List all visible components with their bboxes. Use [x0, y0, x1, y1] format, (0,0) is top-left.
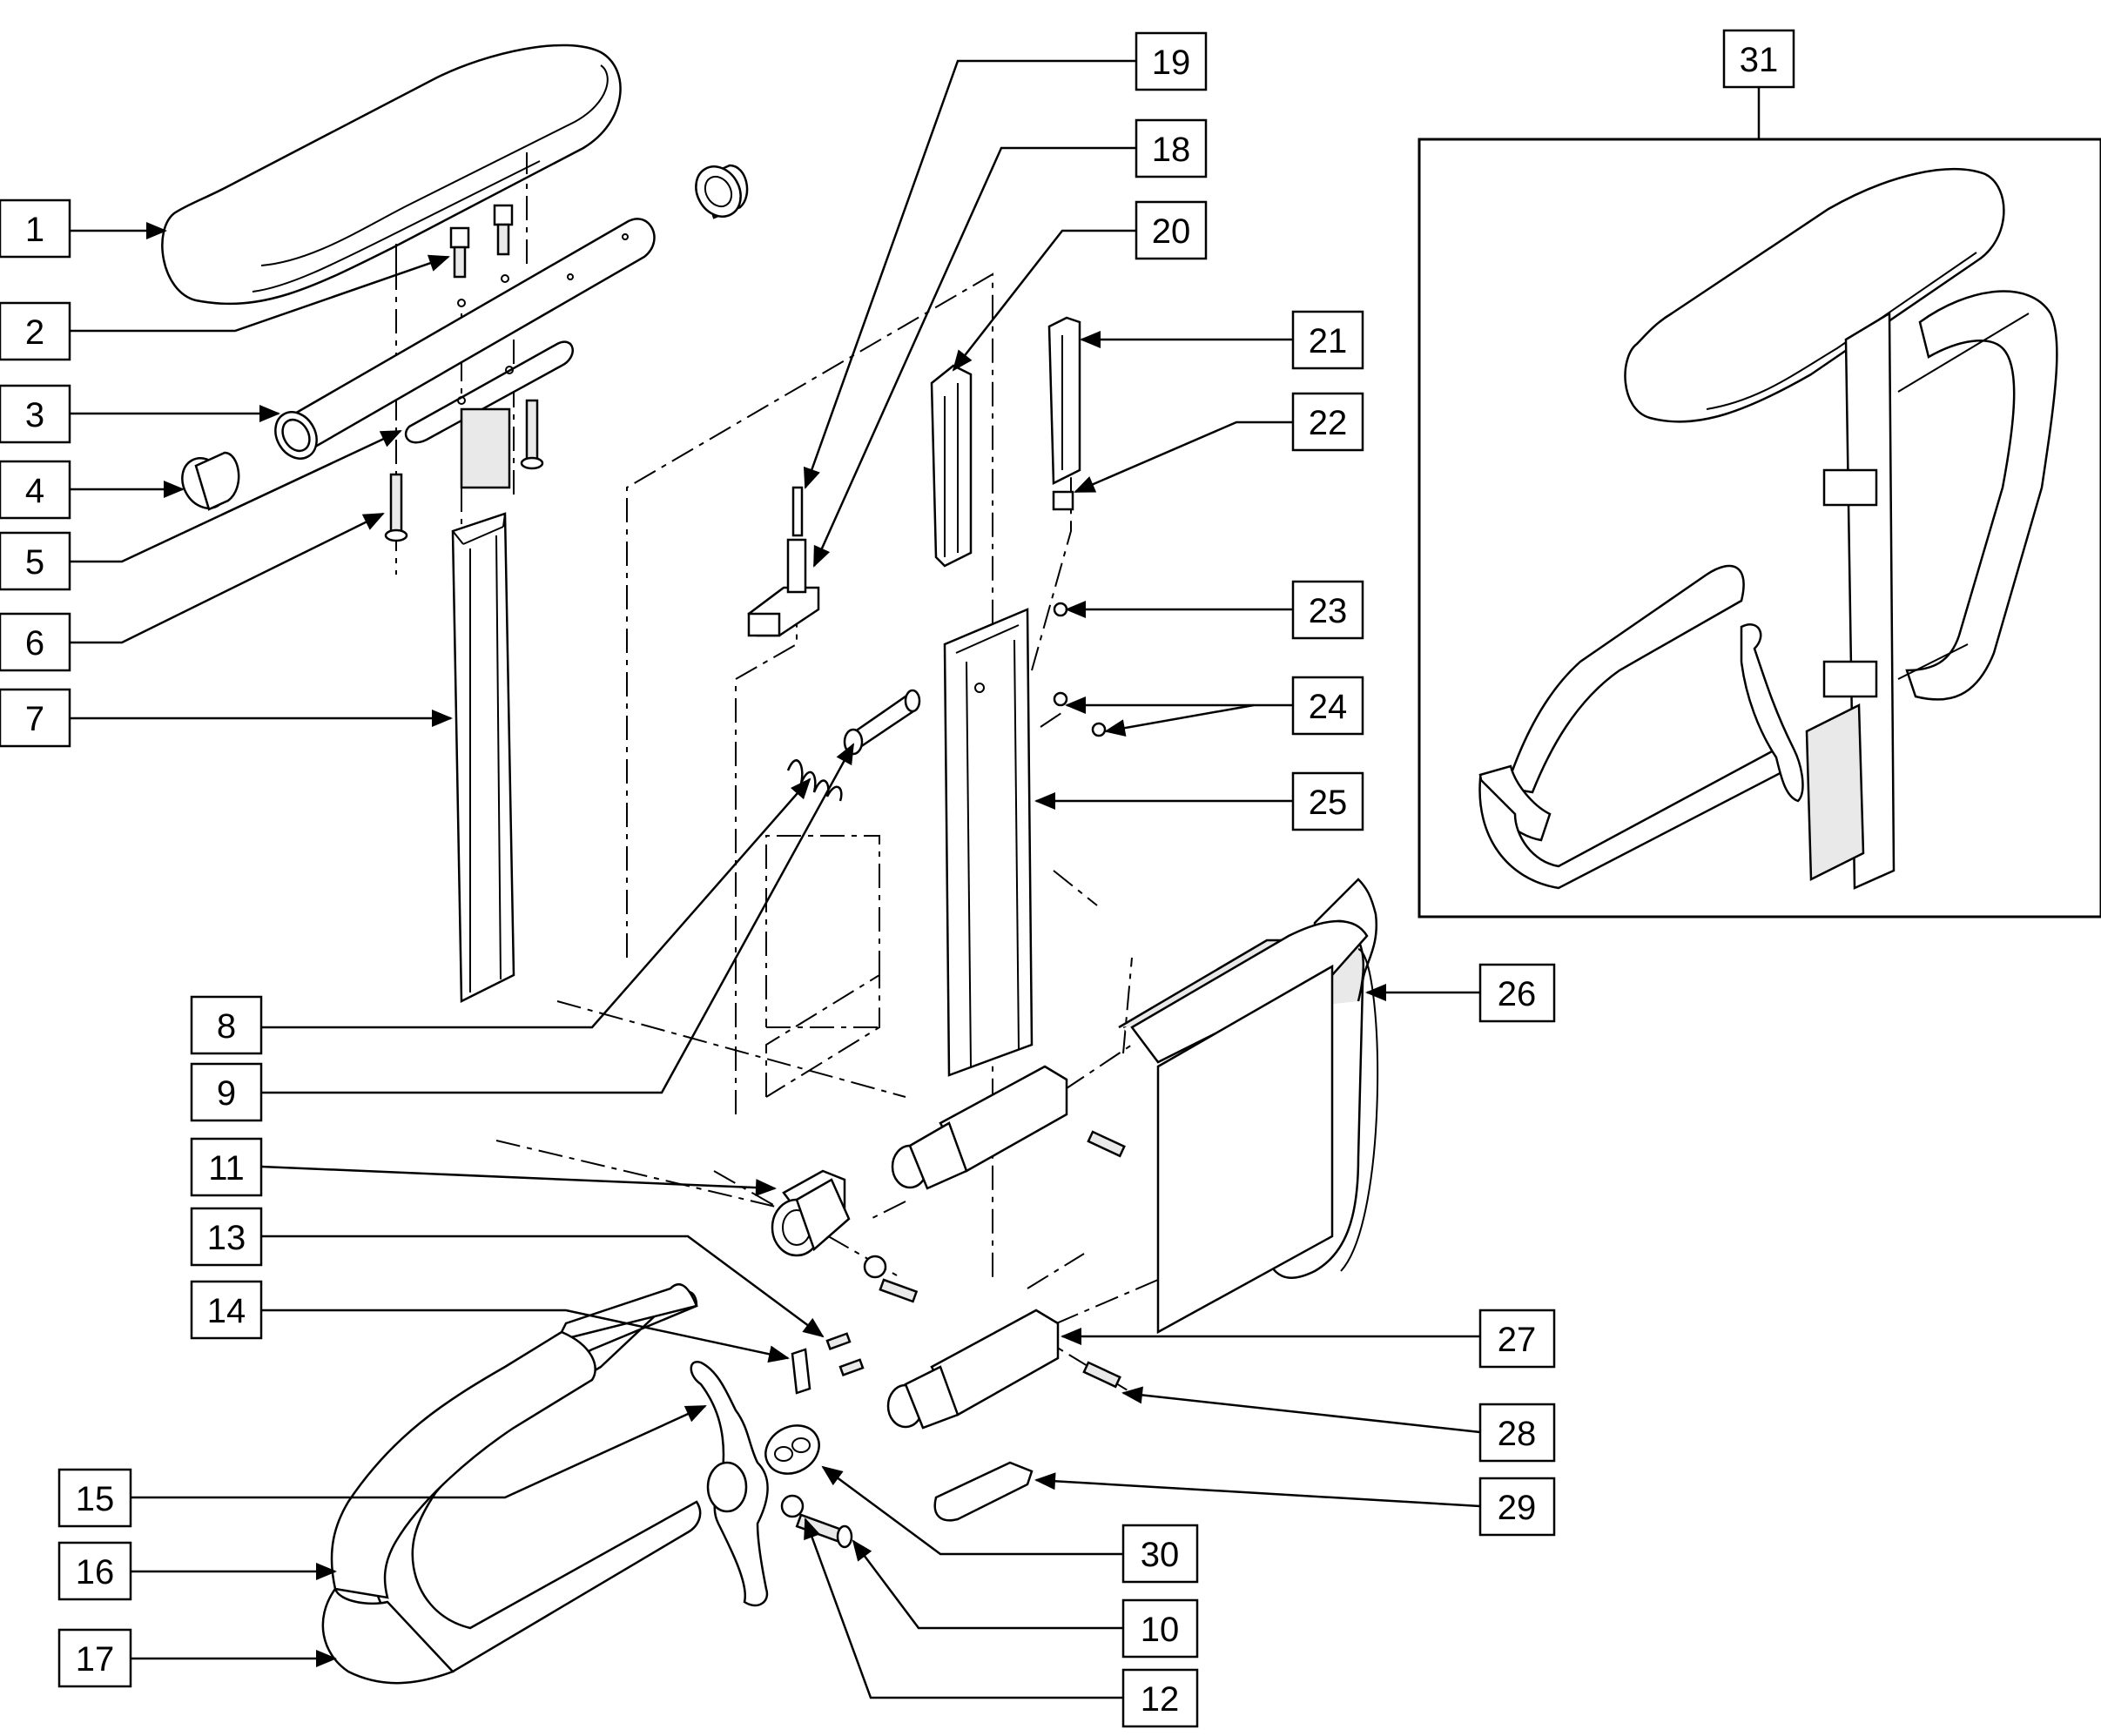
callout-8: 8	[190, 995, 263, 1055]
lower-socket-part	[886, 1309, 1060, 1430]
callout-18: 18	[1135, 118, 1208, 178]
screws-part	[384, 399, 544, 542]
lock-bracket-part	[747, 538, 820, 637]
callout-31: 31	[1722, 29, 1795, 89]
svg-text:3: 3	[25, 396, 44, 434]
svg-text:14: 14	[207, 1292, 246, 1330]
svg-text:10: 10	[1141, 1611, 1180, 1649]
svg-text:12: 12	[1141, 1680, 1180, 1719]
svg-text:28: 28	[1498, 1415, 1537, 1453]
upper-socket-part	[891, 1065, 1068, 1190]
svg-text:24: 24	[1309, 688, 1348, 726]
clip-part	[1047, 316, 1081, 485]
leader-lines	[70, 59, 1481, 1699]
svg-text:8: 8	[217, 1007, 236, 1046]
svg-text:23: 23	[1309, 592, 1348, 630]
svg-text:19: 19	[1152, 44, 1191, 82]
callout-22: 22	[1291, 392, 1364, 452]
callout-14: 14	[190, 1280, 263, 1340]
svg-text:9: 9	[217, 1074, 236, 1113]
svg-text:1: 1	[25, 211, 44, 249]
cap-screws-part	[449, 204, 514, 279]
callout-28: 28	[1478, 1403, 1556, 1463]
callout-24: 24	[1291, 676, 1364, 736]
callout-9: 9	[190, 1062, 263, 1122]
svg-text:4: 4	[25, 472, 44, 510]
svg-text:7: 7	[25, 700, 44, 738]
foot-cap-part	[933, 1461, 1034, 1522]
assembled-view-inset	[1418, 87, 2101, 918]
arm-pad-part	[161, 44, 622, 306]
callout-30: 30	[1121, 1524, 1199, 1584]
callout-6: 6	[0, 612, 71, 672]
callout-7: 7	[0, 688, 71, 748]
small-screws-part	[791, 1332, 865, 1395]
callout-20: 20	[1135, 200, 1208, 260]
svg-text:27: 27	[1498, 1321, 1537, 1359]
svg-text:21: 21	[1309, 322, 1348, 360]
side-guard-part	[1118, 878, 1379, 1335]
plunger-part	[843, 689, 921, 756]
svg-text:17: 17	[76, 1640, 115, 1679]
svg-text:2: 2	[25, 313, 44, 352]
callout-4: 4	[0, 460, 71, 520]
callout-26: 26	[1478, 963, 1556, 1023]
callout-16: 16	[57, 1541, 132, 1601]
callout-29: 29	[1478, 1477, 1556, 1537]
svg-text:5: 5	[25, 543, 44, 582]
callout-27: 27	[1478, 1309, 1556, 1369]
svg-text:6: 6	[25, 624, 44, 663]
svg-text:18: 18	[1152, 131, 1191, 169]
end-cap-left-part	[181, 451, 240, 511]
spacer-part	[764, 1424, 820, 1475]
callout-19: 19	[1135, 31, 1208, 91]
callout-17: 17	[57, 1628, 132, 1688]
side-screws-part	[1082, 1130, 1126, 1389]
svg-text:29: 29	[1498, 1489, 1537, 1527]
svg-text:25: 25	[1309, 784, 1348, 822]
callout-21: 21	[1291, 310, 1364, 370]
svg-text:13: 13	[207, 1219, 246, 1257]
svg-text:16: 16	[76, 1553, 115, 1591]
svg-text:15: 15	[76, 1480, 115, 1518]
inner-post-part	[451, 512, 515, 1004]
clamp-part	[771, 1169, 919, 1303]
svg-text:20: 20	[1152, 212, 1191, 251]
callout-3: 3	[0, 384, 71, 444]
callout-13: 13	[190, 1207, 263, 1267]
outer-post-part	[943, 608, 1034, 1077]
end-cap-right-part	[695, 164, 749, 219]
callout-23: 23	[1291, 580, 1364, 640]
arm-tube-part	[274, 218, 656, 460]
lever-handle-part	[690, 1360, 769, 1607]
small-clip-part	[1052, 490, 1074, 511]
svg-text:11: 11	[208, 1149, 245, 1188]
callout-5: 5	[0, 531, 71, 591]
callout-15: 15	[57, 1468, 132, 1528]
svg-text:31: 31	[1740, 41, 1779, 79]
washer-part	[780, 1494, 805, 1518]
callout-12: 12	[1121, 1668, 1199, 1728]
callout-1: 1	[0, 198, 71, 259]
svg-text:22: 22	[1309, 404, 1348, 442]
spring-part	[786, 759, 843, 802]
callout-11: 11	[190, 1137, 263, 1197]
callout-10: 10	[1121, 1598, 1199, 1659]
pin-part	[791, 486, 804, 537]
armrest-hoop-part	[321, 1283, 702, 1685]
callout-25: 25	[1291, 771, 1364, 831]
arm-bracket-part	[404, 340, 574, 489]
latch-part	[930, 364, 973, 568]
svg-text:26: 26	[1498, 975, 1537, 1013]
small-nuts-part	[1053, 602, 1107, 737]
svg-text:30: 30	[1141, 1536, 1180, 1574]
callout-2: 2	[0, 301, 71, 361]
